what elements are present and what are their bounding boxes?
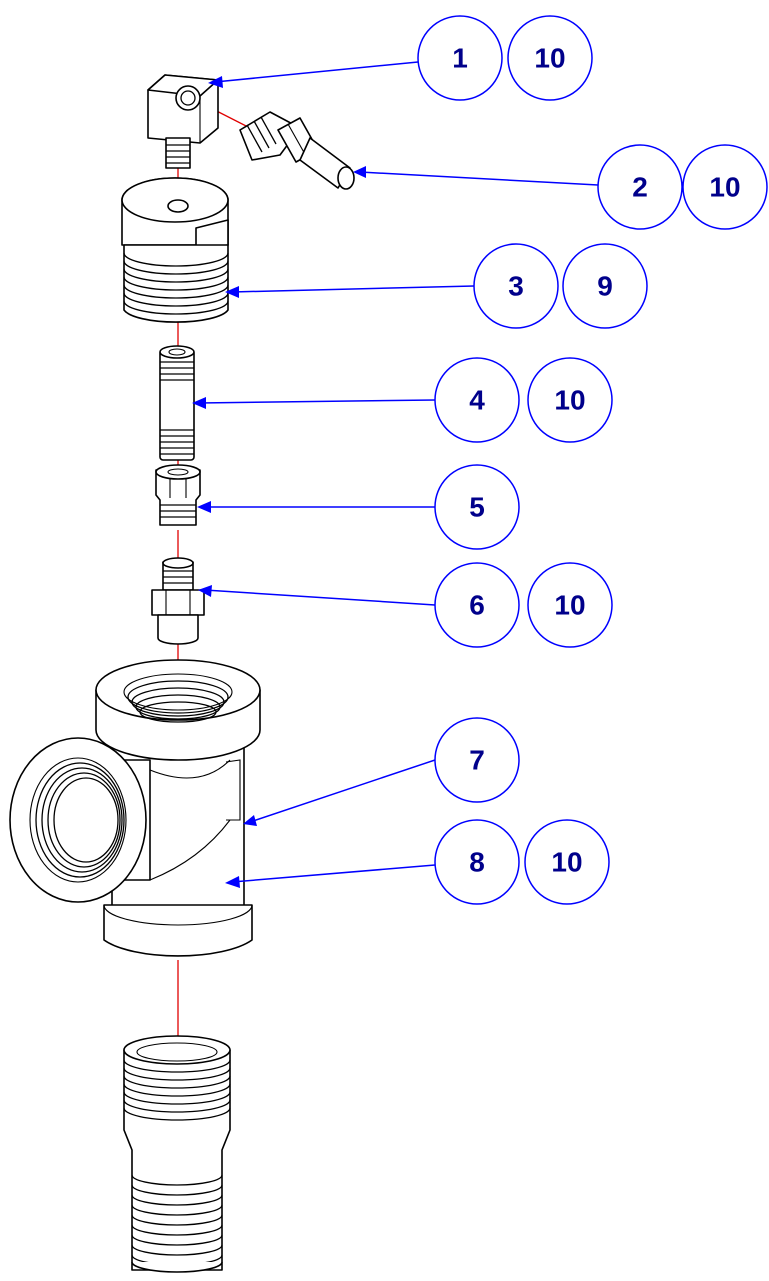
item-balloon-6 (434, 562, 520, 648)
item-number-5: 5 (469, 492, 485, 523)
callout-5: 5 (434, 464, 520, 550)
part-4-nipple (159, 345, 195, 461)
callout-7: 7 (434, 717, 520, 803)
item-balloon-5 (434, 464, 520, 550)
qty-number-6: 10 (554, 590, 585, 621)
item-number-7: 7 (469, 745, 485, 776)
item-balloon-3 (473, 243, 559, 329)
part-3-threaded-cap (121, 177, 229, 323)
leader-line-5 (197, 501, 435, 513)
callout-balloons: 1 10 2 10 3 9 4 10 5 6 (417, 15, 768, 905)
leader-line-7 (243, 759, 436, 826)
leader-line-8 (225, 864, 436, 888)
callout-3: 3 9 (473, 243, 648, 329)
qty-number-3: 9 (597, 271, 613, 302)
leader-line-2 (353, 166, 599, 186)
item-balloon-2 (597, 144, 683, 230)
item-balloon-7 (434, 717, 520, 803)
callout-8: 8 10 (434, 819, 610, 905)
leader-lines (192, 61, 599, 888)
qty-balloon-4 (527, 357, 613, 443)
item-number-2: 2 (632, 172, 648, 203)
part-7-tee (9, 659, 261, 957)
qty-number-8: 10 (551, 847, 582, 878)
leader-line-3 (225, 285, 475, 298)
callout-1: 1 10 (417, 15, 593, 101)
part-8-hose-tail (123, 1035, 231, 1273)
callout-2: 2 10 (597, 144, 768, 230)
item-number-1: 1 (452, 43, 468, 74)
leader-line-1 (208, 61, 419, 88)
qty-balloon-6 (527, 562, 613, 648)
item-balloon-1 (417, 15, 503, 101)
callout-6: 6 10 (434, 562, 613, 648)
leader-line-4 (192, 397, 436, 409)
qty-number-4: 10 (554, 385, 585, 416)
callout-4: 4 10 (434, 357, 613, 443)
qty-balloon-3 (562, 243, 648, 329)
leader-line-6 (198, 585, 436, 606)
item-balloon-8 (434, 819, 520, 905)
qty-balloon-8 (524, 819, 610, 905)
part-1-elbow-fitting (147, 74, 219, 169)
item-number-8: 8 (469, 847, 485, 878)
qty-number-2: 10 (709, 172, 740, 203)
qty-balloon-2 (682, 144, 768, 230)
item-number-6: 6 (469, 590, 485, 621)
item-balloon-4 (434, 357, 520, 443)
item-number-4: 4 (469, 385, 485, 416)
qty-number-1: 10 (534, 43, 565, 74)
part-2-hose-barb (239, 111, 355, 190)
part-5-bushing (155, 464, 201, 526)
qty-balloon-1 (507, 15, 593, 101)
part-6-adapter (151, 557, 205, 645)
item-number-3: 3 (508, 271, 524, 302)
